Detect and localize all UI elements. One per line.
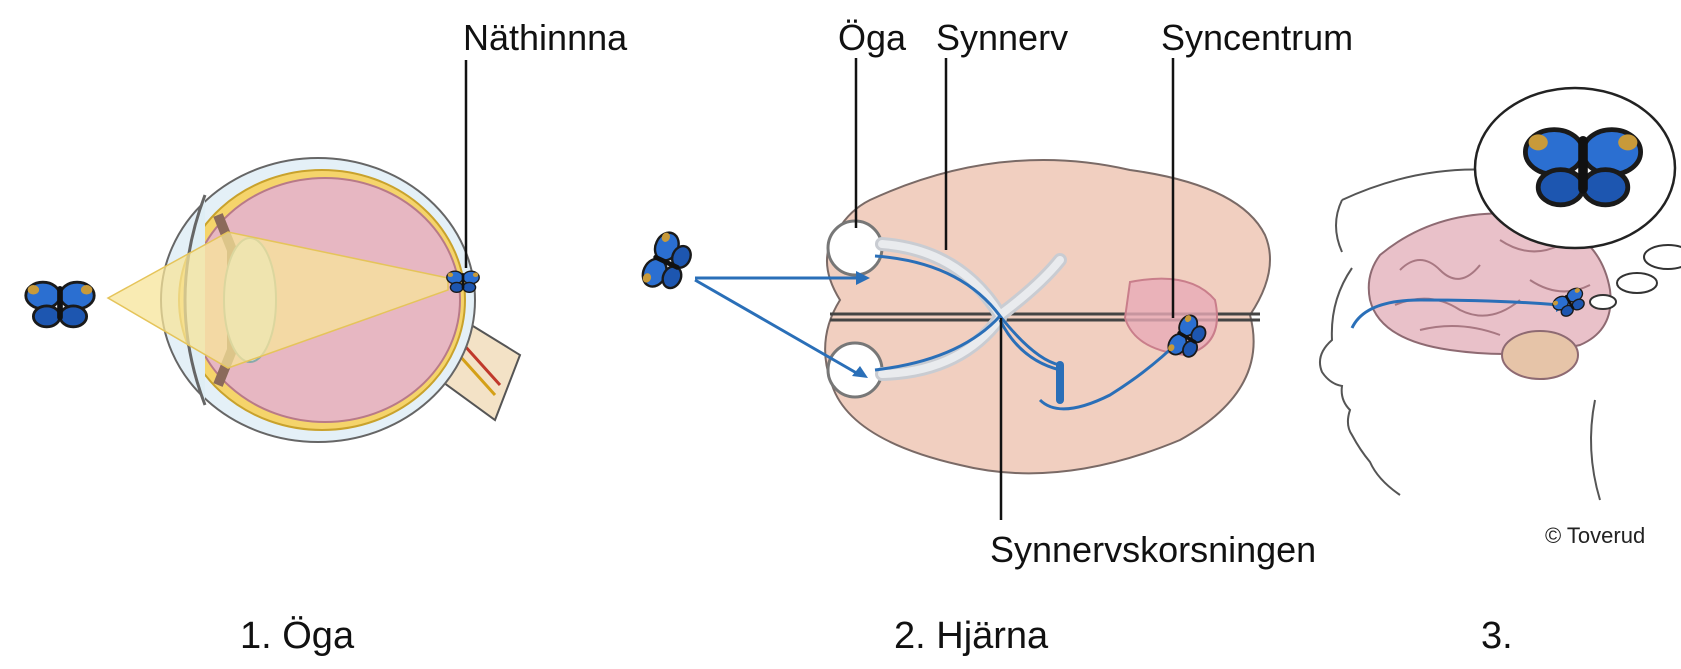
butterfly-object-2 [638,229,696,297]
eye-panel: Näthinnna 1. Öga [26,17,628,657]
optic-chiasm-label: Synnervskorsningen [990,529,1316,570]
visual-center-label: Syncentrum [1161,17,1353,58]
thought-bubble-dot-2 [1617,273,1657,293]
brain-panel: Öga Synnerv Syncentrum Synnervskorsninge… [638,17,1353,657]
caption-panel-1: 1. Öga [240,615,355,657]
copyright-text: © Toverud [1545,523,1645,548]
retina-label: Näthinnna [463,17,628,58]
caption-panel-3: 3. [1481,615,1513,657]
butterfly-object [26,282,94,327]
retina-image-butterfly [447,271,479,292]
thought-butterfly [1525,130,1640,205]
thought-bubble-dot-1 [1590,295,1616,309]
head-panel: © Toverud 3. [1320,88,1681,657]
thought-bubble-dot-3 [1644,245,1681,269]
eye-label: Öga [838,17,907,58]
caption-panel-2: 2. Hjärna [894,615,1049,657]
cerebellum [1502,331,1578,379]
left-eye-circle [828,221,882,275]
right-eye-circle [828,343,882,397]
optic-nerve-label: Synnerv [936,17,1068,58]
